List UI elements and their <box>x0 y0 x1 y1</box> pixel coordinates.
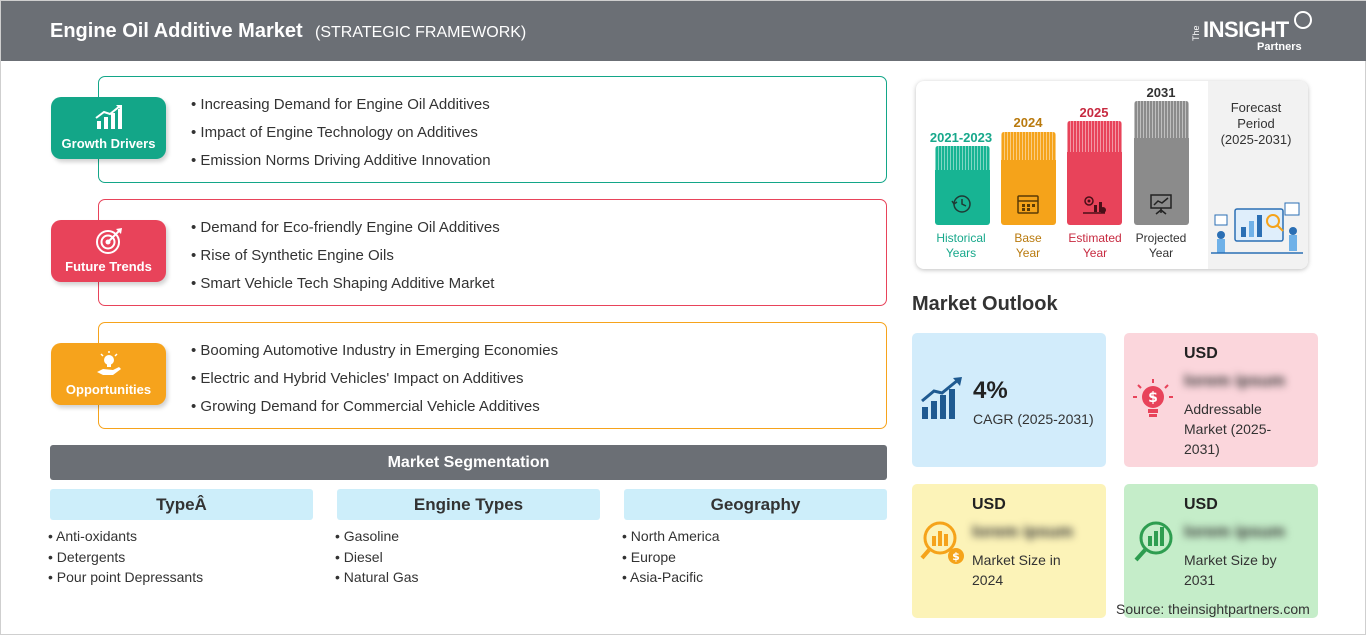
list-item: Rise of Synthetic Engine Oils <box>191 246 500 274</box>
segment-list-type: Anti-oxidants Detergents Pour point Depr… <box>48 527 203 589</box>
segment-heading-type: TypeÂ <box>50 489 313 520</box>
caption-line: Years <box>945 246 977 260</box>
year-label-estimated: 2025 <box>1079 105 1109 120</box>
addressable-value: lorem ipsum <box>1184 371 1286 390</box>
cagr-value: 4% <box>973 377 1008 404</box>
list-item: Gasoline <box>335 527 419 548</box>
bar-projected <box>1134 101 1189 225</box>
forecast-text: Forecast Period (2025-2031) <box>1208 100 1304 148</box>
year-label-base: 2024 <box>1013 115 1043 130</box>
segment-heading-geography: Geography <box>624 489 887 520</box>
caption-estimated: Estimated Year <box>1061 231 1129 261</box>
insight-partners-logo: The INSIGHT Partners <box>1191 11 1321 55</box>
caption-base: Base Year <box>999 231 1057 261</box>
segment-heading-engine-types: Engine Types <box>337 489 600 520</box>
growth-drivers-list: Increasing Demand for Engine Oil Additiv… <box>191 95 491 179</box>
dollar-lightbulb-icon: $ <box>1133 379 1173 417</box>
list-item: Anti-oxidants <box>48 527 203 548</box>
logo-insight: INSIGHT <box>1203 17 1289 42</box>
opportunities-label: Opportunities <box>65 382 152 397</box>
list-item: Emission Norms Driving Additive Innovati… <box>191 151 490 179</box>
opportunities-list: Booming Automotive Industry in Emerging … <box>191 341 558 425</box>
growth-drivers-label: Growth Drivers <box>61 136 156 151</box>
caption-projected: Projected Year <box>1129 231 1193 261</box>
addressable-label: Addressable Market (2025-2031) <box>1184 401 1272 457</box>
logo-partners: Partners <box>1257 41 1302 53</box>
lightbulb-hand-icon <box>97 351 121 375</box>
caption-line: Estimated <box>1068 231 1122 245</box>
opportunities-panel: Booming Automotive Industry in Emerging … <box>98 322 887 429</box>
list-item: Impact of Engine Technology on Additives <box>191 123 491 151</box>
source-credit: Source: theinsightpartners.com <box>1116 601 1310 617</box>
list-item: Europe <box>622 548 720 569</box>
opportunities-badge: Opportunities <box>51 343 166 405</box>
future-trends-label: Future Trends <box>65 259 152 274</box>
target-icon <box>96 228 122 254</box>
caption-line: Year <box>1082 246 1108 260</box>
size-2024-value: lorem ipsum <box>972 522 1074 541</box>
list-item: Demand for Eco-friendly Engine Oil Addit… <box>191 218 499 246</box>
svg-text:$: $ <box>1148 390 1158 406</box>
history-clock-icon <box>951 195 971 213</box>
list-item: Increasing Demand for Engine Oil Additiv… <box>191 95 491 123</box>
growth-chart-icon <box>921 377 962 419</box>
market-size-2024-card: $ USD lorem ipsum Market Size in 2024 <box>912 484 1106 618</box>
list-item: Smart Vehicle Tech Shaping Additive Mark… <box>191 274 500 302</box>
chart-magnifier-coin-icon: $ <box>920 521 964 564</box>
caption-line: Projected <box>1135 231 1187 245</box>
segmentation-title: Market Segmentation <box>50 445 887 480</box>
list-item: Natural Gas <box>335 568 419 589</box>
caption-line: Year <box>1148 246 1174 260</box>
size-2031-currency: USD <box>1184 496 1218 513</box>
market-size-2031-card: USD lorem ipsum Market Size by 2031 <box>1124 484 1318 618</box>
future-trends-list: Demand for Eco-friendly Engine Oil Addit… <box>191 218 500 302</box>
growth-drivers-panel: Increasing Demand for Engine Oil Additiv… <box>98 76 887 183</box>
list-item: North America <box>622 527 720 548</box>
presentation-board-icon <box>1150 194 1172 215</box>
calendar-icon <box>1017 195 1039 214</box>
market-outlook-title: Market Outlook <box>912 293 1058 315</box>
caption-line: Base <box>1014 231 1042 245</box>
list-item: Diesel <box>335 548 419 569</box>
addressable-currency: USD <box>1184 345 1218 362</box>
segment-list-engine-types: Gasoline Diesel Natural Gas <box>335 527 419 589</box>
list-item: Pour point Depressants <box>48 568 203 589</box>
svg-text:$: $ <box>952 550 960 563</box>
size-2024-currency: USD <box>972 496 1006 513</box>
caption-historical: Historical Years <box>925 231 997 261</box>
future-trends-badge: Future Trends <box>51 220 166 282</box>
list-item: Detergents <box>48 548 203 569</box>
size-2031-value: lorem ipsum <box>1184 522 1286 541</box>
future-trends-panel: Demand for Eco-friendly Engine Oil Addit… <box>98 199 887 306</box>
logo-the: The <box>1191 25 1201 41</box>
gears-chart-icon <box>1083 196 1106 214</box>
year-label-projected: 2031 <box>1146 85 1176 100</box>
page-title: Engine Oil Additive Market <box>50 20 303 42</box>
year-label-historical: 2021-2023 <box>929 130 993 145</box>
list-item: Electric and Hybrid Vehicles' Impact on … <box>191 369 558 397</box>
chart-magnifier-growth-icon <box>1134 521 1173 562</box>
size-2024-label: Market Size in 2024 <box>972 552 1061 588</box>
logo-ring-icon <box>1294 11 1312 29</box>
cagr-label: CAGR (2025-2031) <box>973 411 1094 427</box>
list-item: Asia-Pacific <box>622 568 720 589</box>
caption-line: Year <box>1015 246 1041 260</box>
size-2031-label: Market Size by 2031 <box>1184 552 1277 588</box>
forecast-title: Forecast Period <box>1230 100 1282 131</box>
cagr-card: 4% CAGR (2025-2031) <box>912 333 1106 467</box>
page-subtitle: (STRATEGIC FRAMEWORK) <box>315 24 527 41</box>
growth-drivers-badge: Growth Drivers <box>51 97 166 159</box>
forecast-range: (2025-2031) <box>1220 132 1292 147</box>
list-item: Booming Automotive Industry in Emerging … <box>191 341 558 369</box>
header-bar: Engine Oil Additive Market (STRATEGIC FR… <box>1 1 1366 61</box>
analytics-people-icon <box>1211 202 1303 254</box>
caption-line: Historical <box>936 231 986 245</box>
addressable-market-card: $ USD lorem ipsum Addressable Market (20… <box>1124 333 1318 467</box>
list-item: Growing Demand for Commercial Vehicle Ad… <box>191 397 558 425</box>
bar-chart-growth-icon <box>95 105 122 129</box>
segment-list-geography: North America Europe Asia-Pacific <box>622 527 720 589</box>
